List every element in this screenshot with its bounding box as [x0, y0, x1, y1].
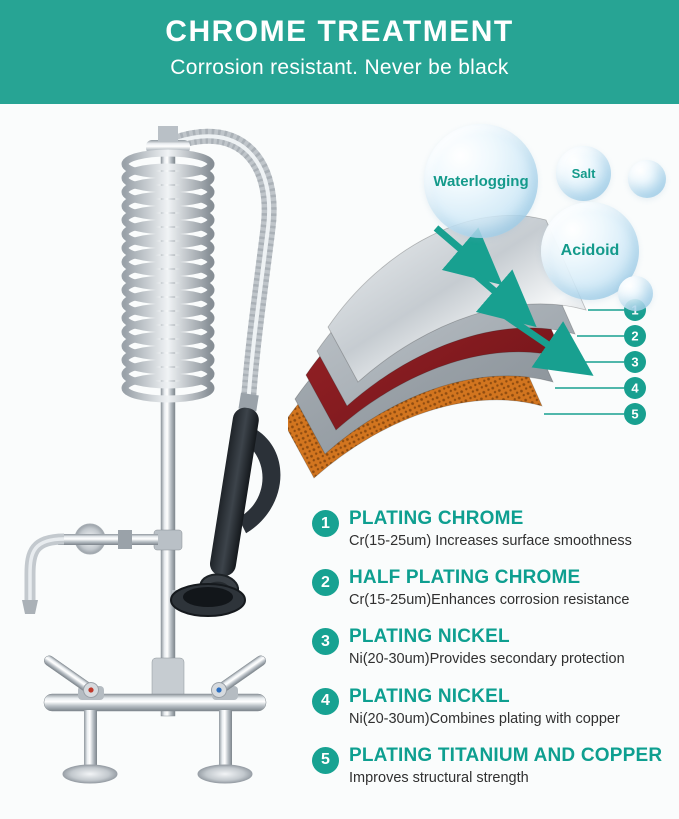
plating-title: PLATING NICKEL	[349, 685, 510, 707]
plating-layers-diagram: 1 2 3 4 5	[288, 215, 646, 479]
faucet-handle-right	[211, 655, 267, 698]
bubble-label: Salt	[571, 166, 596, 181]
salt-bubble-icon: Salt	[556, 146, 611, 201]
plating-number-badge: 1	[312, 510, 339, 537]
plating-number-badge: 4	[312, 687, 339, 715]
plating-desc: Ni(20-30um)Provides secondary protection	[349, 651, 625, 668]
layer-sheet-chrome	[327, 215, 587, 383]
sprayer-dock	[170, 583, 246, 617]
faucet-sprayer	[199, 392, 281, 602]
plating-desc: Ni(20-30um)Combines plating with copper	[349, 710, 620, 727]
plating-item-5: 5 PLATING TITANIUM AND COPPER Improves s…	[312, 745, 672, 787]
acidoid-bubble-icon: Acidoid	[541, 202, 639, 300]
plating-desc: Cr(15-25um)Enhances corrosion resistance	[349, 592, 630, 609]
waterlogging-bubble-icon: Waterlogging	[424, 124, 538, 238]
small-bubble-icon	[618, 276, 653, 311]
plating-number-badge: 3	[312, 628, 339, 656]
plating-title: HALF PLATING CHROME	[349, 567, 581, 589]
faucet-spring-coil	[121, 149, 215, 403]
faucet-illustration	[22, 126, 281, 784]
bubble-label: Acidoid	[560, 242, 620, 259]
layer-number: 2	[631, 329, 638, 344]
plating-title: PLATING TITANIUM AND COPPER	[349, 744, 663, 766]
faucet-swing-spout	[22, 529, 183, 614]
faucet-top-fitting	[158, 126, 178, 142]
layer-number: 5	[631, 407, 638, 422]
plating-item-3: 3 PLATING NICKEL Ni(20-30um)Provides sec…	[312, 626, 672, 668]
page-subtitle: Corrosion resistant. Never be black	[170, 56, 509, 79]
plating-number-badge: 5	[312, 746, 339, 774]
page-title: CHROME TREATMENT	[165, 15, 514, 48]
layer-number: 4	[631, 381, 639, 396]
bubble-label: Waterlogging	[433, 172, 529, 190]
plating-title: PLATING CHROME	[349, 508, 524, 529]
plating-desc: Improves structural strength	[349, 769, 529, 786]
plating-title: PLATING NICKEL	[349, 626, 510, 648]
faucet-hose	[173, 128, 277, 407]
small-bubble-icon	[628, 160, 666, 198]
faucet-body	[43, 657, 267, 784]
arrow-icon	[433, 225, 594, 376]
layer-number: 3	[631, 355, 638, 370]
plating-item-4: 4 PLATING NICKEL Ni(20-30um)Combines pla…	[312, 686, 672, 728]
plating-number-badge: 2	[312, 569, 339, 597]
faucet-handle-left	[43, 655, 99, 698]
plating-item-2: 2 HALF PLATING CHROME Cr(15-25um)Enhance…	[312, 567, 672, 609]
plating-item-1: 1 PLATING CHROME Cr(15-25um) Increases s…	[312, 508, 672, 550]
header-banner: CHROME TREATMENT Corrosion resistant. Ne…	[0, 0, 679, 104]
plating-list: 1 PLATING CHROME Cr(15-25um) Increases s…	[312, 508, 672, 804]
plating-desc: Cr(15-25um) Increases surface smoothness	[349, 532, 632, 549]
